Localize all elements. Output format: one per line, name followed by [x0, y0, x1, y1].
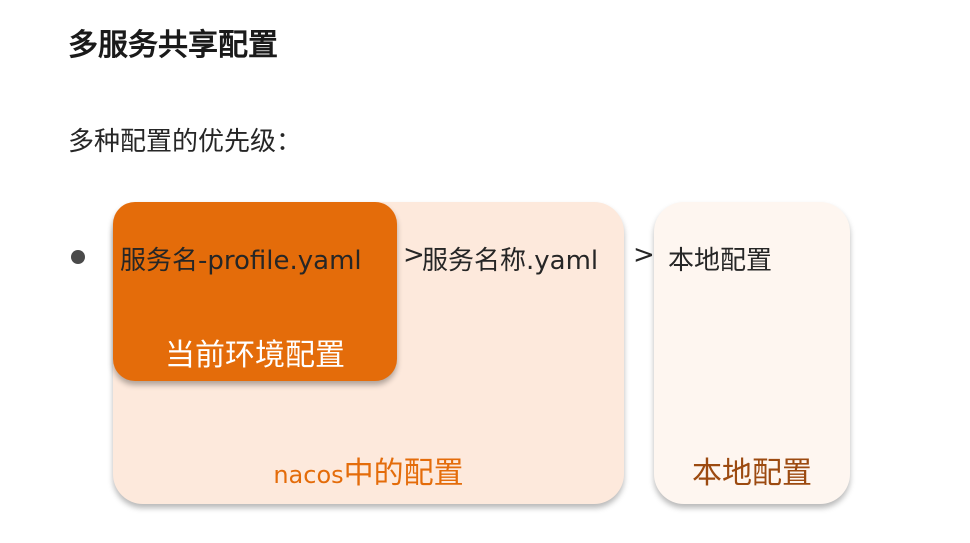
- nacos-label-cjk: 中的配置: [343, 456, 464, 491]
- slide-subtitle: 多种配置的优先级：: [68, 127, 303, 157]
- nacos-label-latin: nacos: [273, 461, 344, 489]
- priority-separator-2: >: [633, 240, 655, 270]
- local-config-label: 本地配置: [692, 456, 812, 491]
- current-env-label: 当前环境配置: [165, 338, 345, 373]
- local-config-group: [654, 202, 850, 504]
- bullet-dot-icon: [71, 250, 85, 264]
- priority-item-local-config: 本地配置: [668, 246, 773, 276]
- priority-item-service-yaml: 服务名称.yaml: [422, 246, 599, 276]
- priority-separator-1: >: [403, 240, 425, 270]
- current-env-config-group: [113, 202, 397, 381]
- slide-title: 多服务共享配置: [68, 28, 278, 63]
- nacos-config-label: nacos中的配置: [113, 448, 624, 492]
- priority-item-profile-yaml: 服务名-profile.yaml: [120, 246, 362, 276]
